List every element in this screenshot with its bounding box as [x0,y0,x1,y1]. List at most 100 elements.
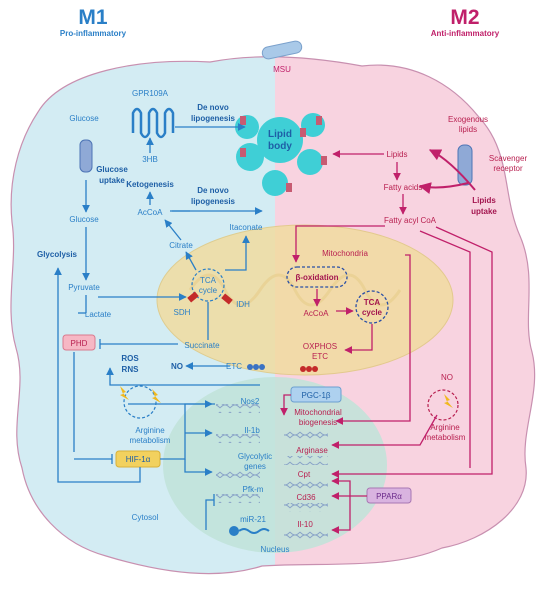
lipid-protein-icon [300,128,306,137]
itaconate-label: Itaconate [230,223,263,232]
arrow [331,226,493,478]
de-novo-lipogenesis-top-line1: De novo [197,103,229,112]
fatty-acids-label: Fatty acids [384,183,423,192]
glucose-uptake-line2: uptake [99,176,125,185]
arginine-m2-line2: metabolism [425,433,466,442]
dna-strand-icon [216,494,260,503]
citrate-label: Citrate [169,241,193,250]
mito-biogenesis-line1: Mitochondrial [294,408,342,417]
tca-m1-line1: TCA [200,276,217,285]
oxphos-line2: ETC [312,352,328,361]
arrow [428,149,476,191]
arrow [106,367,260,386]
lipid-body-cluster [235,113,327,196]
lightning-icon [444,394,453,408]
inhibition-line [331,414,438,449]
no-m1-label: NO [171,362,183,371]
tca-m2-line2: cycle [362,308,383,317]
exogenous-lipids-line1: Exogenous [448,115,488,124]
il1b-label: Il-1b [244,426,260,435]
accoa-m1-label: AcCoA [138,208,164,217]
m1-title: M1 [78,6,108,29]
lipid-droplet [262,170,288,196]
glucose-mid-label: Glucose [69,215,99,224]
arrow [164,219,182,241]
inhibition-line [205,499,214,530]
ros-line2: RNS [122,365,140,374]
inhibition-line [331,496,351,534]
lipid-body [257,117,303,163]
ros-line1: ROS [121,354,139,363]
dna-strand-icon [284,480,328,489]
lipid-protein-icon [321,156,327,165]
nucleus [163,377,387,553]
lactate-label: Lactate [85,310,112,319]
mito-biogenesis-line2: biogenesis [299,418,337,427]
cpt-label: Cpt [298,470,311,479]
phd-box [62,334,96,351]
mito-cristae [188,273,402,307]
mir21-icon [229,526,270,536]
glycolysis-label: Glycolysis [37,250,78,259]
lipid-protein-icon [240,148,246,157]
m2-subtitle: Anti-inflammatory [430,29,500,38]
glucose-uptake-line1: Glucose [96,165,128,174]
msu-label: MSU [273,65,291,74]
dna-strand-icon [284,503,328,512]
lightning-icon [152,389,161,403]
tca-m2-line1: TCA [364,298,381,307]
gpr109a-label: GPR109A [132,89,169,98]
scavenger-receptor-line2: receptor [493,164,523,173]
etc-m2-protein-icon [300,366,318,372]
arrow [160,400,213,460]
tca-cycle-m1 [191,268,225,302]
nos2-label: Nos2 [241,397,260,406]
lipid-body-line2: body [268,141,292,152]
dna-strand-icon [284,530,328,539]
lipids-uptake-line2: uptake [471,207,497,216]
arrow [280,394,291,416]
nucleus-label: Nucleus [261,545,290,554]
dna-strand-icon [216,469,260,478]
mitochondrion [156,224,454,376]
lightning-icon [120,386,129,400]
m2-header: M2 Anti-inflammatory [410,7,520,39]
hif1a-label: HIF-1α [126,455,151,464]
glucose-top-label: Glucose [69,114,99,123]
ppara-label: PPARα [376,492,402,501]
de-novo-lipogenesis-top-line2: lipogenesis [191,114,236,123]
arrow [54,267,141,483]
pfkm-label: Pfk-m [243,485,264,494]
gpr109a-receptor-icon [131,107,175,139]
mir21-label: miR-21 [240,515,266,524]
arrow [419,230,471,468]
dna-strand-icon [216,434,260,443]
arginase-label: Arginase [296,446,328,455]
glycolytic-genes-line2: genes [244,462,266,471]
dna-strand-icon [284,430,328,439]
lipid-body-line1: Lipid [268,129,292,140]
tca-cycle-m2 [355,290,389,324]
3hb-label: 3HB [142,155,158,164]
lipid-protein-icon [240,116,246,125]
phd-label: PHD [71,339,88,348]
mitochondria-label: Mitochondria [322,249,368,258]
il10-label: Il-10 [297,520,313,529]
m2-title: M2 [450,6,480,29]
arginine-m1-line2: metabolism [130,436,171,445]
lipids-uptake-line1: Lipids [472,196,496,205]
idh-block-icon [221,293,233,305]
tca-m1-line2: cycle [199,286,218,295]
arrow [418,182,469,194]
etc-m1-label: ETC [226,362,242,371]
beta-oxidation-label: β-oxidation [295,273,338,282]
exogenous-lipids-line2: lipids [459,125,477,134]
dna-strand-icon [216,404,260,413]
arrow [184,459,213,476]
sdh-label: SDH [174,308,191,317]
m1-pathway-arrows [54,123,263,530]
dna-strand-icon [284,456,328,465]
arginine-m2-line1: Arginine [430,423,460,432]
lipid-protein-icon [286,183,292,192]
